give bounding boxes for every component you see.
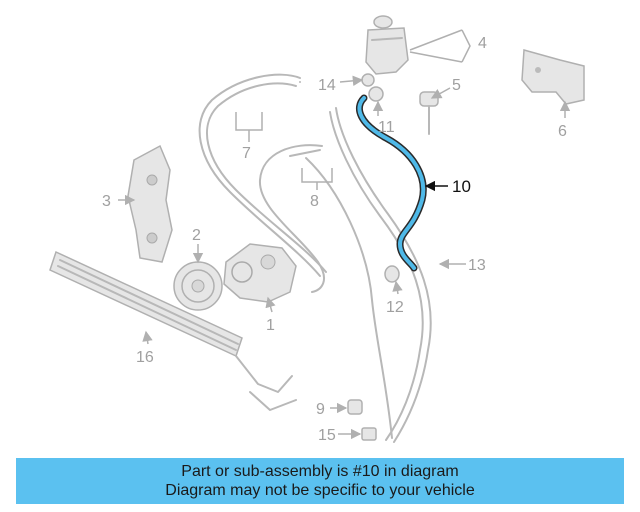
bracket [521, 49, 585, 105]
part-15 [361, 427, 377, 441]
callout-1: 1 [266, 317, 275, 334]
callout-15: 15 [318, 427, 336, 444]
part-12 [384, 265, 400, 283]
pulley [173, 261, 223, 311]
callout-12: 12 [386, 299, 404, 316]
banner-line-2: Diagram may not be specific to your vehi… [165, 482, 475, 499]
callout-6: 6 [558, 123, 567, 140]
info-banner: Part or sub-assembly is #10 in diagram D… [16, 458, 624, 504]
parts-diagram: 4 5 6 14 11 7 8 3 2 1 16 13 12 9 15 10 [49, 15, 585, 444]
part-11 [368, 86, 384, 102]
callout-14: 14 [318, 77, 336, 94]
callout-8: 8 [310, 193, 319, 210]
callout-5: 5 [452, 77, 461, 94]
callout-13: 13 [468, 257, 486, 274]
callout-4: 4 [478, 35, 487, 52]
cooler [49, 250, 297, 411]
pump [223, 243, 297, 303]
callout-11: 11 [378, 119, 395, 136]
callout-10: 10 [452, 177, 471, 196]
part-9 [347, 399, 363, 415]
banner-line-1: Part or sub-assembly is #10 in diagram [181, 463, 459, 480]
callout-16: 16 [136, 349, 154, 366]
callout-2: 2 [192, 227, 201, 244]
highlighted-hose-10 [356, 94, 427, 272]
callout-9: 9 [316, 401, 325, 418]
sensor [419, 91, 439, 135]
callout-3: 3 [102, 193, 111, 210]
part-14 [361, 73, 375, 87]
reservoir [365, 15, 409, 75]
mount-bracket [127, 144, 173, 263]
callout-7: 7 [242, 145, 251, 162]
